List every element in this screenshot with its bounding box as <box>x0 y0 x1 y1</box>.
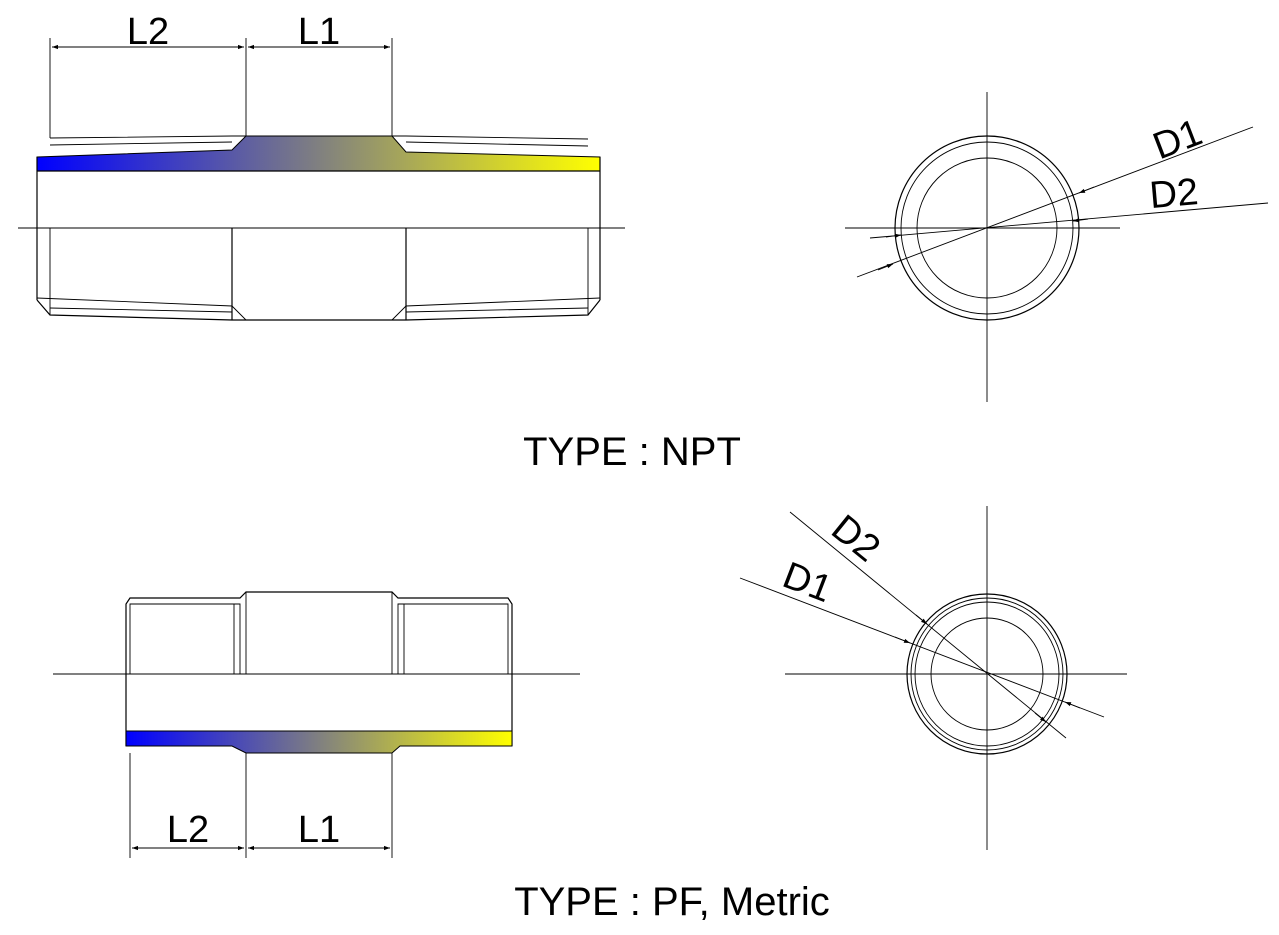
npt-side-view: L2 L1 <box>18 11 625 321</box>
pf-section-gradient <box>125 730 513 754</box>
pf-dim-d2: D2 <box>823 507 887 570</box>
npt-caption: TYPE : NPT <box>523 430 741 474</box>
npt-dim-d1: D1 <box>1147 111 1207 168</box>
pf-end-view: D2 D1 <box>739 506 1127 850</box>
npt-section-gradient <box>36 135 601 172</box>
pf-dim-l2: L2 <box>167 809 209 851</box>
pf-caption: TYPE : PF, Metric <box>514 880 830 924</box>
npt-dim-l2: L2 <box>127 11 169 53</box>
pf-dim-l1: L1 <box>298 809 340 851</box>
npt-dim-d2: D2 <box>1148 171 1200 217</box>
npt-dim-l1: L1 <box>298 11 340 53</box>
npt-end-view: D1 D2 <box>845 92 1269 402</box>
pf-side-view: L2 L1 <box>53 591 580 858</box>
pf-dim-d1: D1 <box>777 554 837 611</box>
